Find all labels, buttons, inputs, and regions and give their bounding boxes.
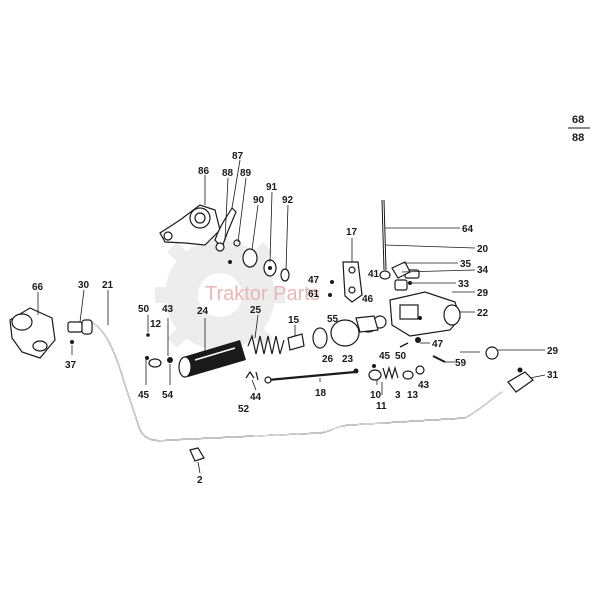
label-15: 15: [288, 315, 300, 326]
label-13: 13: [407, 390, 419, 401]
label-87: 87: [232, 151, 244, 162]
watermark-text: Traktor Parts: [205, 283, 320, 305]
label-25: 25: [250, 305, 262, 316]
part-30-fitting: [67, 319, 93, 344]
parts-41-35-34: [328, 261, 412, 297]
page-number-top: 68: [572, 114, 584, 126]
rod-18: [264, 368, 359, 384]
label-66: 66: [32, 282, 44, 293]
part-66-reservoir: [9, 307, 56, 359]
label-43: 43: [162, 304, 174, 315]
label-47: 47: [308, 275, 320, 286]
label-21: 21: [102, 280, 114, 291]
label-29b: 29: [547, 346, 559, 357]
parts-10-11-3-13: [368, 342, 425, 381]
label-64: 64: [462, 224, 474, 235]
label-26: 26: [322, 354, 334, 365]
label-24: 24: [197, 306, 209, 317]
label-88: 88: [222, 168, 234, 179]
label-11: 11: [376, 401, 387, 412]
part-29-31-fittings: [485, 346, 534, 393]
part-86-housing: [159, 204, 221, 246]
rod-64: [381, 199, 387, 271]
label-55: 55: [327, 314, 339, 325]
label-45: 45: [379, 351, 391, 362]
label-89: 89: [240, 168, 252, 179]
part-labels: 86 87 88 89 90 91 92 64 20 17 35 34 47 6…: [32, 151, 559, 486]
label-10: 10: [370, 390, 382, 401]
label-23: 23: [342, 354, 354, 365]
label-52: 52: [238, 404, 250, 415]
label-90: 90: [253, 195, 265, 206]
label-46: 46: [362, 294, 374, 305]
part-2-clip: [189, 447, 205, 462]
part-17-bracket: [342, 261, 363, 303]
label-45b: 45: [138, 390, 150, 401]
label-18: 18: [315, 388, 327, 399]
label-20: 20: [477, 244, 489, 255]
label-86: 86: [198, 166, 210, 177]
label-17: 17: [346, 227, 358, 238]
part-90-91-92: [228, 239, 290, 282]
label-34: 34: [477, 265, 489, 276]
label-59: 59: [455, 358, 467, 369]
label-61: 61: [308, 289, 320, 300]
label-29: 29: [477, 288, 489, 299]
leader-lines: [37, 159, 546, 474]
part-22-valve-body: [389, 269, 461, 337]
part-24-cylinder: [178, 340, 246, 378]
label-3: 3: [395, 390, 401, 401]
screws-47-59: [415, 337, 446, 363]
label-50: 50: [138, 304, 150, 315]
label-35: 35: [460, 259, 472, 270]
label-44: 44: [250, 392, 262, 403]
label-37: 37: [65, 360, 77, 371]
label-41: 41: [368, 269, 380, 280]
label-30: 30: [78, 280, 90, 291]
label-92: 92: [282, 195, 294, 206]
label-33: 33: [458, 279, 470, 290]
label-12: 12: [150, 319, 162, 330]
small-parts-left: [145, 333, 173, 368]
part-44-pin: [245, 370, 259, 381]
label-22: 22: [477, 308, 489, 319]
label-31: 31: [547, 370, 559, 381]
part-25-spring: [247, 333, 285, 355]
label-2: 2: [197, 475, 203, 486]
label-91: 91: [266, 182, 278, 193]
page-number-bottom: 88: [572, 132, 584, 144]
label-47b: 47: [432, 339, 444, 350]
part-23-boot: [312, 315, 387, 349]
label-54: 54: [162, 390, 174, 401]
part-15-piston: [287, 333, 305, 351]
label-50b: 50: [395, 351, 407, 362]
label-43b: 43: [418, 380, 430, 391]
